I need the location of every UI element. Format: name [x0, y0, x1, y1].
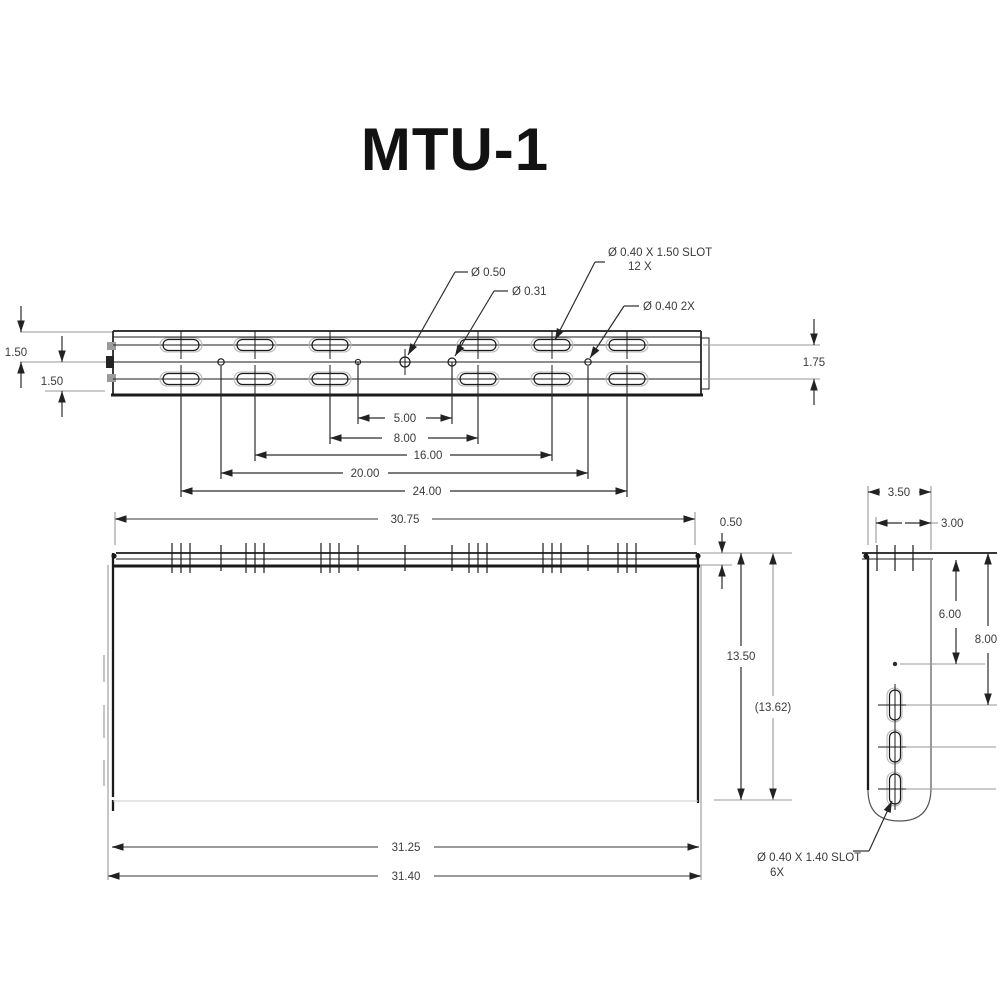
top-view-dimensions: 5.00 8.00 16.00 20.00 24.00 1.50 1.50 1.… [5, 306, 825, 498]
dim-overall-height: (13.62) [755, 702, 792, 714]
top-view-callouts: Ø 0.50 Ø 0.31 Ø 0.40 X 1.50 SLOT 12 X Ø … [407, 247, 712, 359]
side-view-slots [878, 684, 996, 810]
dim-height: 13.50 [727, 651, 756, 663]
page-title: MTU-1 [361, 116, 549, 183]
dim-chain-24: 24.00 [413, 486, 442, 498]
front-view-hidden-ticks [171, 543, 637, 573]
callout-side-slot-1: Ø 0.40 X 1.40 SLOT [757, 852, 861, 864]
callout-small-hole: Ø 0.31 [512, 286, 547, 298]
dim-chain-20: 20.00 [351, 468, 380, 480]
dim-chain-8: 8.00 [394, 433, 416, 445]
dim-left-1-50-lower: 1.50 [41, 376, 63, 388]
front-view-geometry [103, 543, 702, 880]
side-view-geometry [862, 545, 997, 822]
dim-row-spacing: 1.75 [803, 357, 825, 369]
dim-depth: 3.50 [888, 487, 910, 499]
callout-slot-note-2: 12 X [628, 261, 652, 273]
callout-side-slot-2: 6X [770, 867, 784, 879]
callout-hole-pair: Ø 0.40 2X [643, 301, 695, 313]
dim-left-1-50-upper: 1.50 [5, 347, 27, 359]
callout-center-hole: Ø 0.50 [471, 267, 506, 279]
top-view-slots [159, 331, 649, 393]
top-view-geometry [106, 330, 710, 497]
callout-slot-note-1: Ø 0.40 X 1.50 SLOT [608, 247, 712, 259]
side-view-callout: Ø 0.40 X 1.40 SLOT 6X [757, 800, 893, 879]
dim-chain-5: 5.00 [394, 413, 416, 425]
dim-chain-16: 16.00 [414, 450, 443, 462]
dim-flange-height: 0.50 [720, 517, 742, 529]
dim-inner-depth: 3.00 [941, 518, 963, 530]
dim-top-width: 30.75 [391, 514, 420, 526]
dim-to-first-slot: 8.00 [975, 634, 997, 646]
dim-to-ref-point: 6.00 [939, 609, 961, 621]
dim-bottom-width: 31.40 [392, 871, 421, 883]
side-view-dimensions: 3.50 3.00 6.00 8.00 [867, 486, 997, 706]
dim-bottom-width-inner: 31.25 [392, 842, 421, 854]
front-view-dimensions: 30.75 0.50 13.50 (13.62) 31.25 31.40 [108, 512, 792, 883]
